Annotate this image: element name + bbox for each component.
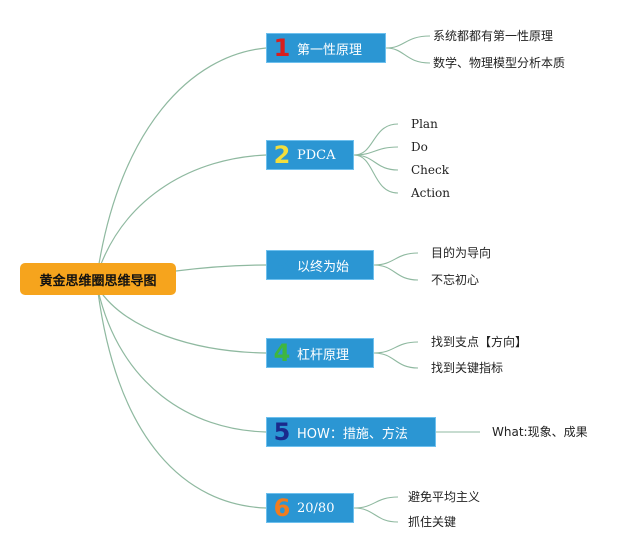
branch-2-leaf-1[interactable]: Plan xyxy=(411,117,438,131)
connector-root-branch-4 xyxy=(97,287,267,354)
branch-node-6[interactable]: 6 20/80 xyxy=(266,493,354,523)
connector-b2-leaf-3 xyxy=(353,154,399,171)
branch-4-leaf-2[interactable]: 找到关键指标 xyxy=(431,361,504,375)
branch-3-leaf-1[interactable]: 目的为导向 xyxy=(431,246,492,260)
branch-number-6: 6 xyxy=(273,494,291,522)
connector-b2-leaf-1 xyxy=(353,123,399,156)
connector-b3-leaf-1 xyxy=(373,252,419,266)
branch-node-5[interactable]: 5 HOW：措施、方法 xyxy=(266,417,436,447)
branch-number-1: 1 xyxy=(273,34,291,62)
connector-root-branch-6 xyxy=(97,291,267,509)
branch-label-3: 以终为始 xyxy=(297,259,350,275)
connector-b6-leaf-2 xyxy=(353,507,399,523)
connector-b4-leaf-1 xyxy=(373,341,419,354)
branch-node-3[interactable]: 3 以终为始 xyxy=(266,250,374,280)
connector-b4-leaf-2 xyxy=(373,352,419,369)
connector-root-branch-5 xyxy=(97,289,267,433)
connector-b2-leaf-4 xyxy=(353,154,399,194)
connector-root-branch-2 xyxy=(97,154,267,273)
branch-label-5: HOW：措施、方法 xyxy=(297,426,408,442)
branch-3-leaf-2[interactable]: 不忘初心 xyxy=(431,273,480,287)
connector-root-branch-3 xyxy=(175,264,267,272)
branch-node-1[interactable]: 1 第一性原理 xyxy=(266,33,386,63)
connector-b6-leaf-1 xyxy=(353,496,399,509)
root-node[interactable]: 黄金思维圈思维导图 xyxy=(20,263,176,295)
branch-label-1: 第一性原理 xyxy=(297,42,363,58)
branch-6-leaf-2[interactable]: 抓住关键 xyxy=(408,515,457,529)
connector-b1-leaf-1 xyxy=(385,35,431,49)
branch-number-2: 2 xyxy=(273,141,291,169)
branch-label-6: 20/80 xyxy=(297,500,335,516)
branch-5-leaf-1[interactable]: What:现象、成果 xyxy=(492,425,588,439)
branch-label-4: 杠杆原理 xyxy=(297,347,350,363)
branch-6-leaf-1[interactable]: 避免平均主义 xyxy=(408,490,481,504)
branch-label-2: PDCA xyxy=(297,147,336,163)
branch-1-leaf-2[interactable]: 数学、物理模型分析本质 xyxy=(433,56,566,70)
branch-node-2[interactable]: 2 PDCA xyxy=(266,140,354,170)
connector-root-branch-1 xyxy=(97,47,267,271)
branch-1-leaf-1[interactable]: 系统都都有第一性原理 xyxy=(433,29,554,43)
connector-b1-leaf-2 xyxy=(385,47,431,64)
branch-2-leaf-4[interactable]: Action xyxy=(411,186,450,200)
branch-number-4: 4 xyxy=(273,339,291,367)
branch-4-leaf-1[interactable]: 找到支点【方向】 xyxy=(431,335,528,349)
branch-number-5: 5 xyxy=(273,418,291,446)
branch-2-leaf-3[interactable]: Check xyxy=(411,163,450,177)
root-label: 黄金思维圈思维导图 xyxy=(39,273,157,289)
branch-number-3: 3 xyxy=(273,251,291,279)
branch-2-leaf-2[interactable]: Do xyxy=(411,140,428,154)
connector-b3-leaf-2 xyxy=(373,264,419,281)
branch-node-4[interactable]: 4 杠杆原理 xyxy=(266,338,374,368)
